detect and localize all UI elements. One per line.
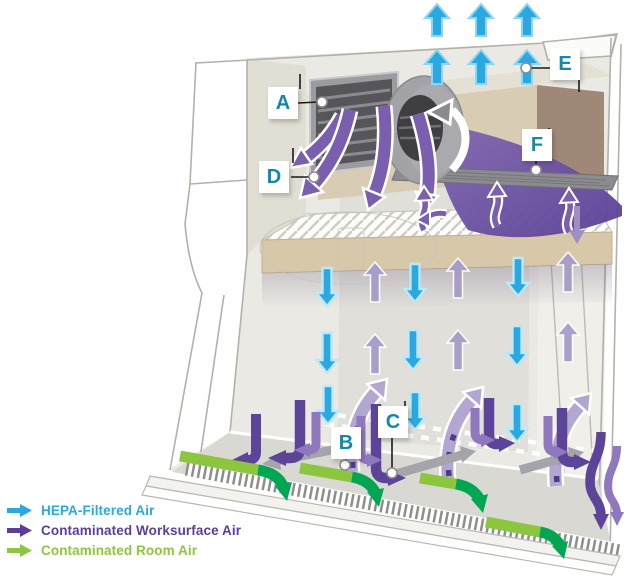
intake-curl-arrow-icon	[424, 97, 470, 173]
callout-connectors	[291, 55, 580, 479]
blower-discharge-arrows	[287, 105, 441, 215]
callout-b-letter: B	[338, 431, 354, 454]
callout-a: A	[268, 87, 298, 119]
callout-d-letter: D	[266, 165, 282, 188]
callout-f-letter: F	[530, 133, 544, 156]
callout-e-letter: E	[558, 52, 572, 75]
downflow-arrows	[313, 256, 532, 444]
light-fixture-outline	[259, 211, 437, 285]
room-arrow-icon	[7, 544, 32, 557]
callout-c-letter: C	[385, 410, 401, 433]
callout-b: B	[331, 427, 361, 459]
hepa-arrow-icon	[7, 504, 32, 517]
callout-d: D	[259, 161, 289, 193]
callout-e: E	[550, 48, 580, 80]
legend-label-hepa: HEPA-Filtered Air	[41, 503, 155, 518]
plenum-split-arrows	[413, 180, 585, 244]
exhaust-arrows	[422, 2, 542, 85]
legend: HEPA-Filtered Air Contaminated Worksurfa…	[7, 503, 241, 558]
legend-item-worksurface: Contaminated Worksurface Air	[7, 523, 241, 538]
legend-label-room: Contaminated Room Air	[41, 543, 198, 558]
legend-item-hepa: HEPA-Filtered Air	[7, 503, 241, 518]
worksurface-arrow-icon	[7, 524, 32, 537]
worksurface-capture-arrows	[232, 398, 624, 530]
legend-item-room: Contaminated Room Air	[7, 543, 241, 558]
rising-contaminated-arrows	[362, 250, 581, 375]
legend-label-worksurface: Contaminated Worksurface Air	[41, 523, 242, 538]
callout-a-letter: A	[275, 91, 291, 114]
callout-f: F	[522, 129, 552, 161]
room-air-arrows	[179, 450, 568, 559]
callout-c: C	[378, 406, 408, 438]
